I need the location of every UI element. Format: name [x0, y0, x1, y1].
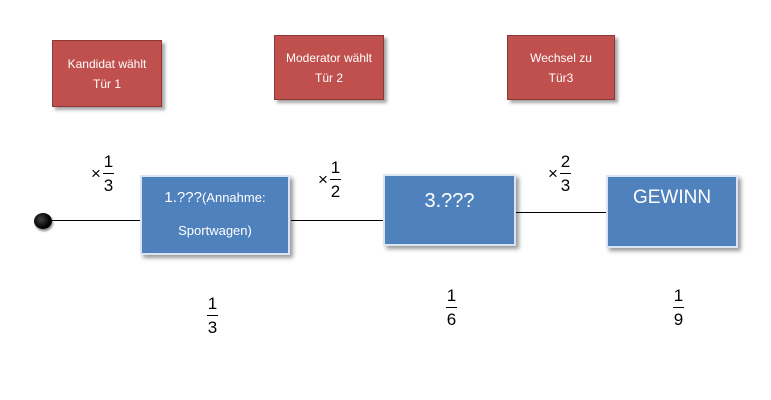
start-point	[34, 213, 52, 229]
probability-denominator: 3	[207, 318, 218, 337]
node-box-third: 3.???	[383, 174, 516, 246]
times-sign: ×	[318, 170, 328, 189]
factor-numerator: 1	[103, 152, 114, 171]
step-box-label: Wechsel zu Tür3	[530, 50, 592, 85]
probability-denominator: 9	[673, 310, 684, 329]
factor-denominator: 2	[330, 182, 341, 201]
step-box-moderator: Moderator wählt Tür 2	[274, 35, 384, 100]
factor-denominator: 3	[560, 176, 571, 195]
node-main-label: GEWINN	[632, 187, 712, 208]
probability-numerator: 1	[207, 294, 218, 313]
factor-denominator: 3	[103, 176, 114, 195]
step-box-label: Kandidat wählt Tür 1	[67, 56, 147, 91]
node-sub-label: (Annahme:	[201, 190, 266, 205]
times-sign: ×	[548, 164, 558, 183]
connector-line-1	[52, 220, 140, 221]
step-box-switch: Wechsel zu Tür3	[507, 35, 615, 100]
probability-numerator: 1	[673, 286, 684, 305]
connector-line-3	[515, 212, 607, 213]
probability-1: 1 3	[207, 295, 218, 337]
node-box-first: 1.???(Annahme: Sportwagen)	[140, 175, 290, 255]
probability-numerator: 1	[446, 286, 457, 305]
factor-2: × 1 2	[318, 159, 341, 201]
connector-line-2	[291, 220, 384, 221]
step-box-label: Moderator wählt Tür 2	[285, 50, 373, 85]
node-sub-label-2: Sportwagen)	[178, 223, 252, 238]
factor-1: × 1 3	[91, 153, 114, 195]
node-main-label: 1.???	[164, 189, 202, 206]
probability-2: 1 6	[446, 287, 457, 329]
step-box-candidate: Kandidat wählt Tür 1	[52, 40, 162, 107]
factor-numerator: 1	[330, 158, 341, 177]
factor-3: × 2 3	[548, 153, 571, 195]
node-box-win: GEWINN	[606, 175, 738, 248]
probability-3: 1 9	[673, 287, 684, 329]
probability-denominator: 6	[446, 310, 457, 329]
factor-numerator: 2	[560, 152, 571, 171]
node-main-label: 3.???	[424, 190, 475, 212]
times-sign: ×	[91, 164, 101, 183]
